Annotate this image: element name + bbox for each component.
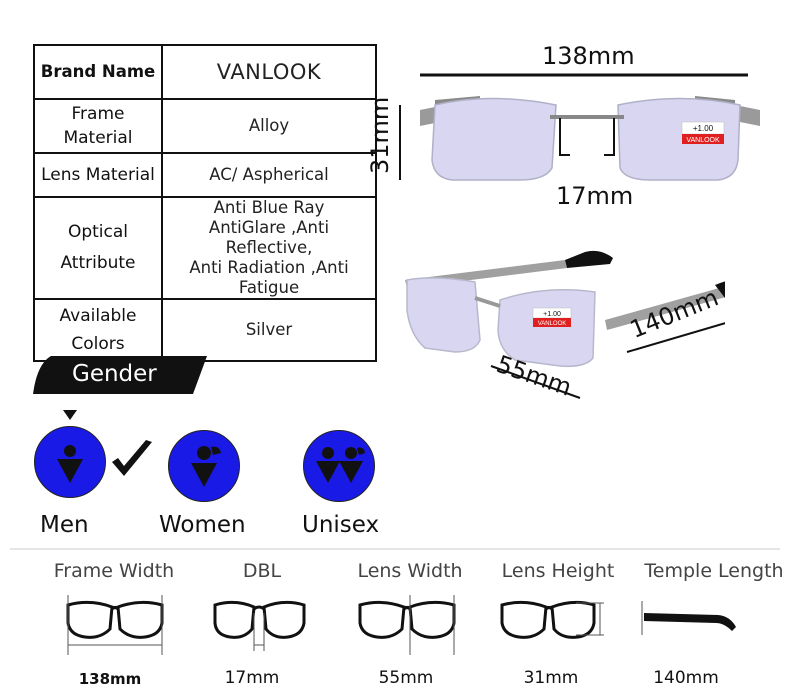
unisex-option-circle[interactable] xyxy=(303,430,375,502)
front-sticker-power: +1.00 xyxy=(693,124,714,133)
lens-material-label: Lens Material xyxy=(33,152,163,198)
front-sticker-brand: VANLOOK xyxy=(686,137,720,144)
optical-attribute-label: Optical Attribute xyxy=(33,196,163,300)
unisex-label: Unisex xyxy=(302,512,380,538)
selected-indicator-icon xyxy=(63,410,77,420)
bridge xyxy=(550,115,624,119)
side-sticker-brand: VANLOOK xyxy=(538,321,567,327)
lens-height-diagram xyxy=(500,600,604,639)
optical-attribute-value: Anti Blue Ray AntiGlare ,Anti Reflective… xyxy=(161,196,377,300)
lens-width-diagram xyxy=(358,595,456,655)
women-option-circle[interactable] xyxy=(168,430,240,502)
front-temple-tip xyxy=(715,281,725,298)
section-divider xyxy=(10,548,780,550)
brand-name-label: Brand Name xyxy=(33,44,163,100)
dbl-title: DBL xyxy=(242,560,282,582)
side-view-glasses: +1.00 VANLOOK xyxy=(405,250,725,399)
lens-width-value: 55mm xyxy=(378,668,434,688)
lens-height-title: Lens Height xyxy=(501,560,615,582)
spec-table: Brand Name VANLOOK Frame Material Alloy … xyxy=(33,44,377,362)
dbl-value: 17mm xyxy=(224,668,280,688)
available-colors-label: Available Colors xyxy=(33,298,163,362)
front-temple xyxy=(605,286,725,330)
frame-width-title: Frame Width xyxy=(53,560,175,582)
front-width-label: 138mm xyxy=(542,42,635,70)
lens-height-value: 31mm xyxy=(523,668,579,688)
frame-material-label: Frame Material xyxy=(33,98,163,154)
checkmark-icon xyxy=(112,440,152,476)
gender-banner xyxy=(33,356,207,394)
woman-icon xyxy=(191,446,221,487)
unisex-icon xyxy=(316,447,365,483)
frame-width-diagram xyxy=(66,595,164,655)
right-lens xyxy=(617,97,741,181)
gender-title: Gender xyxy=(72,361,157,387)
back-temple-tip xyxy=(565,250,613,268)
available-colors-value: Silver xyxy=(161,298,377,362)
lens-width-title: Lens Width xyxy=(357,560,463,582)
man-icon xyxy=(57,445,83,483)
temple-length-diagram xyxy=(641,601,736,635)
men-option-circle[interactable] xyxy=(34,426,106,498)
men-label: Men xyxy=(40,512,89,538)
temple-length-value: 140mm xyxy=(653,668,719,688)
lens-material-value: AC/ Aspherical xyxy=(161,152,377,198)
front-height-label: 31mm xyxy=(366,96,394,174)
temple-length-title: Temple Length xyxy=(644,560,784,582)
brand-name-value: VANLOOK xyxy=(161,44,377,100)
side-sticker-power: +1.00 xyxy=(543,311,561,318)
dbl-diagram xyxy=(213,600,306,651)
left-lens xyxy=(431,97,557,181)
women-label: Women xyxy=(159,512,246,538)
frame-material-value: Alloy xyxy=(161,98,377,154)
side-left-lens xyxy=(406,277,481,353)
front-view-glasses: +1.00 VANLOOK xyxy=(399,73,760,181)
lens-dimension-line xyxy=(490,365,581,399)
front-bridge-label: 17mm xyxy=(556,182,634,210)
temple-dimension-line xyxy=(626,322,725,353)
frame-width-value: 138mm xyxy=(78,670,142,688)
